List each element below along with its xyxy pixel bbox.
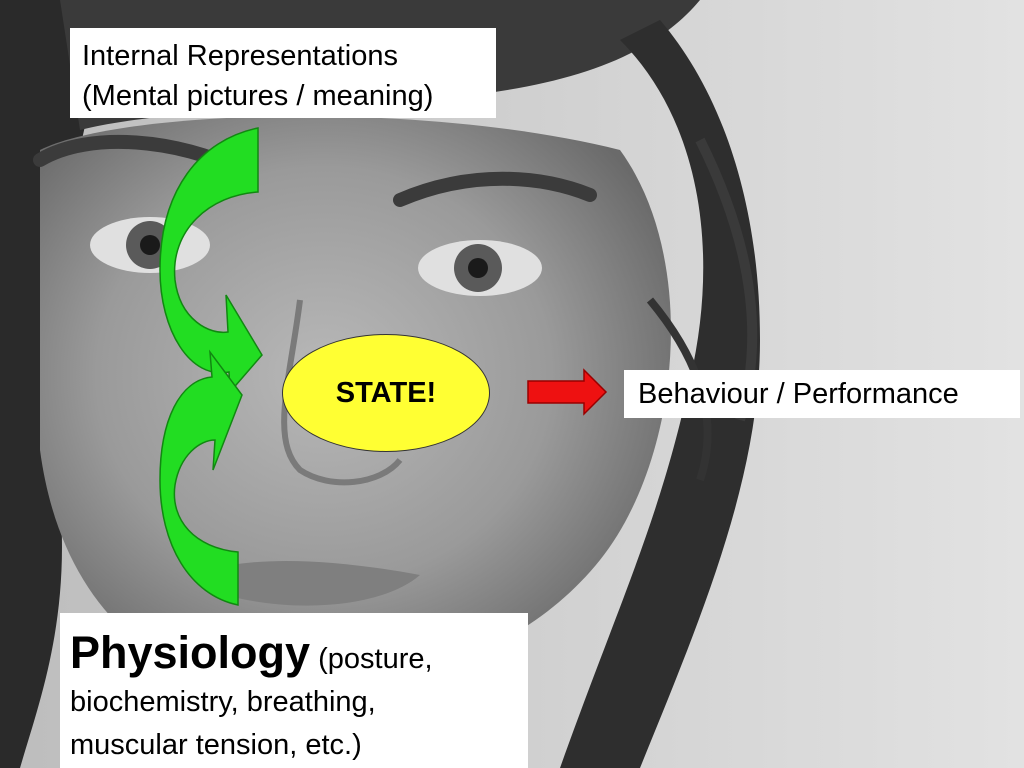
behaviour-performance-box: Behaviour / Performance [624, 370, 1020, 418]
physiology-detail-line3: muscular tension, etc.) [70, 729, 362, 761]
upper-green-curved-arrow [159, 127, 263, 394]
behaviour-performance-label: Behaviour / Performance [638, 378, 959, 410]
hair-right [560, 20, 760, 768]
eyebrow-right [393, 171, 597, 207]
red-right-arrow [527, 368, 608, 416]
internal-representations-title: Internal Representations [82, 40, 398, 72]
nose [281, 299, 403, 486]
lower-green-curved-arrow [159, 349, 243, 606]
state-label: STATE! [335, 376, 437, 409]
physiology-detail-line1: (posture, [318, 643, 433, 675]
hair-left [0, 0, 120, 768]
physiology-detail-line2: biochemistry, breathing, [70, 686, 376, 718]
lips [210, 560, 420, 606]
physiology-box: Physiology (posture, biochemistry, breat… [60, 613, 528, 768]
physiology-title: Physiology [70, 627, 311, 678]
state-ellipse: STATE! [282, 334, 490, 452]
internal-representations-box: Internal Representations (Mental picture… [70, 28, 496, 118]
internal-representations-subtitle: (Mental pictures / meaning) [82, 80, 434, 112]
